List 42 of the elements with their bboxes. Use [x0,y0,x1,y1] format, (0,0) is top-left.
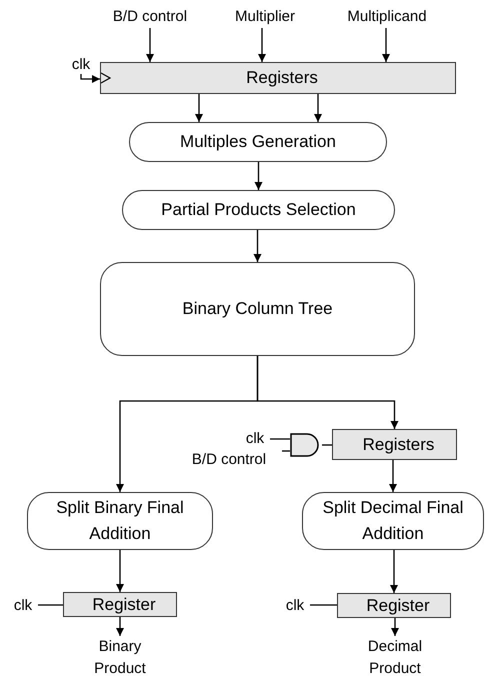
connector-arrow [391,618,399,636]
connector-arrow [146,28,154,62]
signal-label: clk [280,595,310,615]
signal-label: B/D control [97,6,203,28]
box-label: Binary Column Tree [181,298,334,320]
box-label: Register [365,594,430,616]
connector-arrow [195,94,203,122]
connector-arrow [389,460,397,492]
signal-label: clk [8,595,38,615]
register-box [100,62,456,94]
connector-arrow [80,74,100,83]
box-label: Multiples Generation [179,131,337,153]
connector-arrow [390,550,398,593]
box-label: Split Binary Final Addition [55,497,185,545]
box-label: Registers [245,67,318,89]
box-label: Split Decimal Final Addition [322,497,464,545]
connector-arrow [116,550,124,592]
connector-arrow [314,94,322,122]
box-label: Register [91,594,156,616]
signal-label: Decimal Product [352,636,438,684]
connector-arrow [254,162,262,190]
process-box [122,190,395,230]
signal-label: Binary Product [78,636,162,682]
register-box [63,592,177,617]
connector-arrow [258,28,266,62]
register-box [332,429,457,460]
signal-label: clk [240,428,270,448]
signal-label: Multiplier [220,6,310,28]
signal-label: clk [66,54,96,74]
signal-label: Multiplicand [330,6,444,28]
register-box [337,593,451,618]
process-box [302,492,484,550]
connector-arrow [256,356,398,429]
box-label: Partial Products Selection [160,199,357,221]
signal-label: B/D control [176,449,282,471]
connector-arrow [254,230,262,262]
process-box [129,122,387,162]
process-box [27,492,213,550]
process-box [100,262,415,356]
connector-arrow [382,28,390,62]
box-label: Registers [362,434,434,456]
connector-arrow [116,617,124,636]
